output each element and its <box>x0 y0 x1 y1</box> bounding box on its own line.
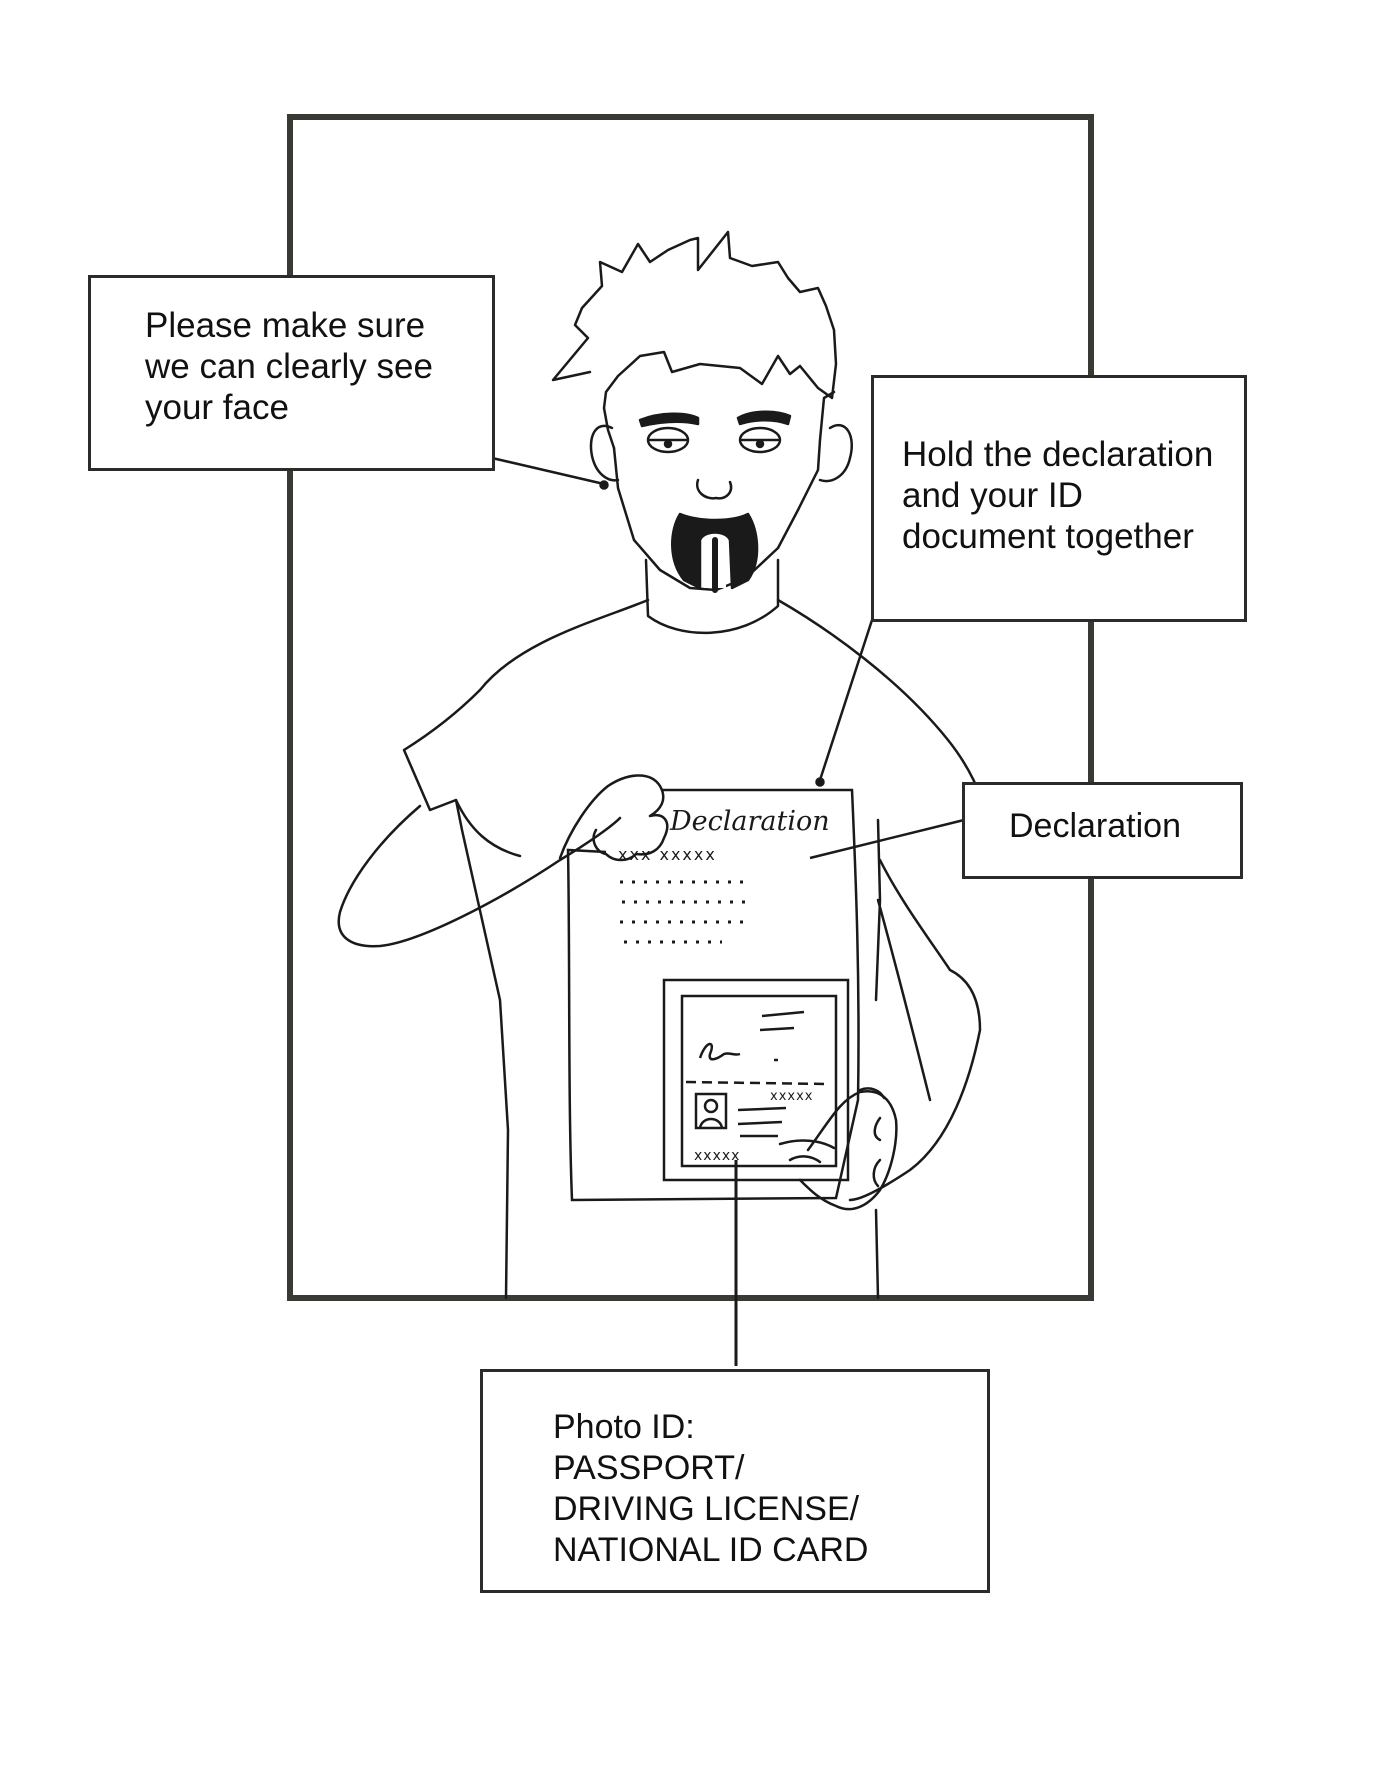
paper-filler: xxx xxxxx <box>618 845 717 864</box>
callout-hold-line-1: Hold the declaration <box>902 435 1214 474</box>
callout-photo-id: Photo ID: PASSPORT/ DRIVING LICENSE/ NAT… <box>480 1369 990 1593</box>
left-ear <box>589 424 620 482</box>
goatee <box>671 512 759 590</box>
paper-title: Declaration <box>669 806 830 837</box>
callout-photo-line-4: NATIONAL ID CARD <box>553 1531 869 1569</box>
callout-photo-line-1: Photo ID: <box>553 1408 695 1446</box>
declaration-sheet <box>566 788 860 1202</box>
callout-face-line-3: your face <box>145 388 289 427</box>
callout-face-visibility: Please make sure we can clearly see your… <box>88 275 495 471</box>
id-marks-top: xxxxx <box>770 1089 813 1104</box>
photo-id-card-outer <box>662 978 850 1182</box>
photo-id-card-inner <box>680 994 838 1168</box>
callout-photo-line-3: DRIVING LICENSE/ <box>553 1490 860 1528</box>
leader-face <box>491 456 605 486</box>
nose <box>695 478 733 500</box>
id-marks-bottom: xxxxx <box>694 1148 740 1164</box>
leader-face-dot <box>599 480 609 490</box>
left-eyebrow <box>638 412 700 428</box>
left-eye <box>646 426 690 454</box>
leader-lines <box>491 456 965 1366</box>
right-ear <box>818 424 853 483</box>
leader-hold-dot <box>815 777 825 787</box>
photo-frame <box>287 114 1094 1301</box>
callout-hold-together: Hold the declaration and your ID documen… <box>871 375 1247 622</box>
hair <box>551 230 838 450</box>
callout-face-line-2: we can clearly see <box>145 347 433 386</box>
tshirt <box>402 598 650 1300</box>
left-hand <box>558 774 669 862</box>
neck <box>644 558 780 635</box>
leader-declaration <box>809 818 965 860</box>
leader-hold <box>818 619 874 781</box>
person-figure <box>337 230 992 1300</box>
right-arm <box>848 858 982 1202</box>
callout-hold-line-3: document together <box>902 517 1194 556</box>
callout-declaration-label: Declaration <box>1009 807 1181 845</box>
held-declaration-paper: Declaration xxx xxxxx xxxxx xxxxx <box>566 788 860 1202</box>
right-eyebrow <box>736 410 792 426</box>
paper-text-dots <box>620 880 750 944</box>
id-portrait <box>694 1092 728 1130</box>
callout-declaration: Declaration <box>962 782 1243 879</box>
id-signature <box>698 1042 741 1061</box>
callout-photo-line-2: PASSPORT/ <box>553 1449 745 1487</box>
right-eye <box>738 426 782 454</box>
callout-hold-line-2: and your ID <box>902 476 1083 515</box>
callout-face-line-1: Please make sure <box>145 306 426 345</box>
left-arm <box>337 804 622 948</box>
